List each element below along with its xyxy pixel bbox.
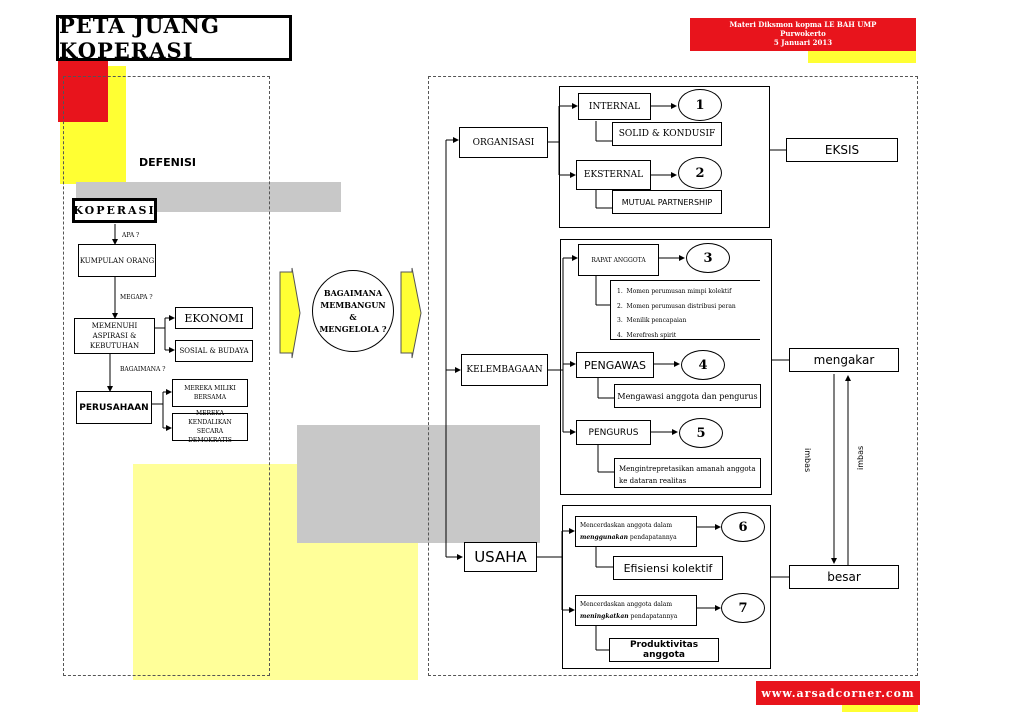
eksis-box: EKSIS bbox=[786, 138, 898, 162]
pengurus-desc-line2: ke dataran realitas bbox=[619, 477, 687, 485]
yellow-arrow-right bbox=[400, 267, 422, 359]
usaha2-line1: Mencerdaskan anggota dalam bbox=[580, 601, 673, 608]
usaha1-box: Mencerdaskan anggota dalam menggunakan p… bbox=[575, 516, 697, 547]
efisiensi-box: Efisiensi kolektif bbox=[613, 556, 723, 580]
perusahaan-box: PERUSAHAAN bbox=[76, 391, 152, 424]
header-info-line2: Purwokerto bbox=[780, 29, 826, 38]
page-title: PETA JUANG KOPERASI bbox=[56, 13, 292, 63]
yellow-arrow-left bbox=[279, 267, 301, 359]
memenuhi-box: MEMENUHI ASPIRASI & KEBUTUHAN bbox=[74, 318, 155, 354]
eksternal-box: EKSTERNAL bbox=[576, 160, 651, 190]
besar-box: besar bbox=[789, 565, 899, 589]
mengakar-box: mengakar bbox=[789, 348, 899, 372]
megapa-label: MEGAPA ? bbox=[120, 294, 153, 301]
header-info-line3: 5 Januari 2013 bbox=[773, 38, 833, 47]
number-6: 6 bbox=[721, 512, 765, 542]
rapat-item-3: 3. Menilik pencapaian bbox=[617, 317, 687, 324]
number-4: 4 bbox=[681, 350, 725, 380]
header-info-line1: Materi Diksmon kopma LE BAH UMP bbox=[729, 20, 877, 29]
kumpulan-orang-box: KUMPULAN ORANG bbox=[78, 244, 156, 277]
bagaimana-label: BAGAIMANA ? bbox=[120, 366, 166, 373]
usaha-box: USAHA bbox=[464, 542, 537, 572]
usaha1-line2: menggunakan pendapatannya bbox=[580, 534, 677, 541]
pengurus-desc-box: Mengintrepretasikan amanah anggota ke da… bbox=[614, 458, 761, 488]
rapat-anggota-box: RAPAT ANGGOTA bbox=[578, 244, 659, 276]
koperasi-box: KOPERASI bbox=[72, 198, 157, 223]
ekonomi-box: EKONOMI bbox=[175, 307, 253, 329]
internal-box: INTERNAL bbox=[578, 93, 651, 120]
number-7: 7 bbox=[721, 593, 765, 623]
mereka-miliki-box: MEREKA MILIKI BERSAMA bbox=[172, 379, 248, 407]
pengawas-desc-box: Mengawasi anggota dan pengurus bbox=[614, 384, 761, 408]
usaha1-line1: Mencerdaskan anggota dalam bbox=[580, 522, 673, 529]
rapat-items-box: 1. Momen perumusan mimpi kolektif 2. Mom… bbox=[610, 280, 760, 340]
usaha-frame bbox=[562, 505, 771, 669]
usaha2-line2: meningkatkan pendapatannya bbox=[580, 613, 678, 620]
produktivitas-box: Produktivitas anggota bbox=[609, 638, 719, 662]
organisasi-box: ORGANISASI bbox=[459, 127, 548, 158]
solid-kondusif-box: SOLID & KONDUSIF bbox=[612, 122, 722, 146]
imbas-label-1: imbas bbox=[803, 448, 812, 473]
number-1: 1 bbox=[678, 89, 722, 121]
number-3: 3 bbox=[686, 243, 730, 273]
header-info-box: Materi Diksmon kopma LE BAH UMP Purwoker… bbox=[690, 18, 916, 51]
number-2: 2 bbox=[678, 157, 722, 189]
organisasi-frame bbox=[559, 86, 770, 228]
rapat-item-2: 2. Momen perumusan distribusi peran bbox=[617, 302, 736, 310]
rapat-item-4: 4. Merefresh spirit bbox=[617, 331, 677, 339]
usaha2-box: Mencerdaskan anggota dalam meningkatkan … bbox=[575, 595, 697, 626]
central-question-circle: BAGAIMANA MEMBANGUN & MENGELOLA ? bbox=[312, 270, 394, 352]
kelembagaan-box: KELEMBAGAAN bbox=[461, 354, 548, 386]
pengawas-box: PENGAWAS bbox=[576, 352, 654, 378]
pengurus-desc-line1: Mengintrepretasikan amanah anggota bbox=[619, 465, 756, 473]
imbas-label-2: imbas bbox=[856, 445, 865, 470]
mereka-kendalikan-box: MEREKA KENDALIKAN SECARA DEMOKRATIS bbox=[172, 410, 248, 444]
apa-label: APA ? bbox=[122, 232, 140, 239]
number-5: 5 bbox=[679, 418, 723, 448]
left-dashed-frame bbox=[63, 76, 270, 676]
gray-block-center bbox=[297, 425, 540, 543]
footer-url-box: www.arsadcorner.com bbox=[756, 681, 920, 705]
right-dashed-frame bbox=[428, 76, 918, 676]
defenisi-label: DEFENISI bbox=[139, 156, 196, 169]
pengurus-box: PENGURUS bbox=[576, 420, 651, 445]
rapat-item-1: 1. Momen perumusan mimpi kolektif bbox=[617, 288, 732, 295]
mutual-partnership-box: MUTUAL PARTNERSHIP bbox=[612, 190, 722, 214]
kelembagaan-frame bbox=[560, 239, 772, 495]
sosial-budaya-box: SOSIAL & BUDAYA bbox=[175, 340, 253, 362]
